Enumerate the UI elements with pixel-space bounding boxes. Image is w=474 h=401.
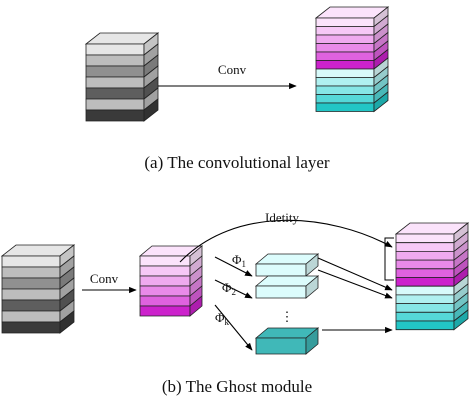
ghostk-layer-side <box>305 327 319 355</box>
output-a-layer-front <box>315 94 375 104</box>
conv-label-a: Conv <box>218 62 247 77</box>
phik-arrow <box>214 304 253 351</box>
intrinsic-layer-front <box>139 285 191 297</box>
input-a-layer-front <box>85 76 145 89</box>
intrinsic-layer-front <box>139 265 191 277</box>
identity-arrow <box>179 219 393 263</box>
output-b-layer-front <box>395 320 455 331</box>
output-b-layer-side <box>453 309 469 331</box>
output-feature-map-b <box>394 222 470 331</box>
input-b-layer-front <box>1 255 61 268</box>
intrinsic-feature-map <box>138 245 204 317</box>
output-a-layer-front <box>315 77 375 87</box>
output-a-layer-front <box>315 26 375 36</box>
output-a-layer-front <box>315 34 375 44</box>
intrinsic-layer-side <box>189 295 203 317</box>
ellipsis: ⋮ <box>281 309 294 324</box>
intrinsic-layer-front <box>139 295 191 307</box>
ghost2-layer-front <box>255 285 307 299</box>
input-b-layer-side <box>59 310 75 334</box>
input-a-layer-front <box>85 54 145 67</box>
input-feature-map-a <box>84 32 160 122</box>
ghost1-layer-side <box>305 253 319 277</box>
intrinsic-layer-front <box>139 275 191 287</box>
input-a-layer-front <box>85 87 145 100</box>
input-b-layer-front <box>1 277 61 290</box>
ghost-map-2 <box>254 275 320 299</box>
input-b-layer-front <box>1 288 61 301</box>
ghost1-layer-front <box>255 263 307 277</box>
ghost2-layer-side <box>305 275 319 299</box>
output-a-layer-front <box>315 60 375 70</box>
output-a-layer-front <box>315 43 375 53</box>
output-b-layer-front <box>395 303 455 313</box>
output-a-layer-front <box>315 85 375 95</box>
output-feature-map-a <box>314 6 390 113</box>
output-a-layer-front <box>315 17 375 27</box>
conv-label-b: Conv <box>90 271 119 286</box>
output-b-layer-front <box>395 285 455 296</box>
input-a-layer-front <box>85 65 145 78</box>
output-b-layer-front <box>395 250 455 261</box>
input-feature-map-b <box>0 244 76 334</box>
ghostk-layer-front <box>255 337 307 355</box>
intrinsic-layer-front <box>139 305 191 317</box>
output-b-layer-front <box>395 294 455 305</box>
input-b-layer-front <box>1 321 61 334</box>
input-a-layer-front <box>85 43 145 56</box>
input-a-layer-side <box>143 98 159 122</box>
output-b-layer-front <box>395 268 455 278</box>
output-a-layer-front <box>315 68 375 78</box>
phi1-arrow <box>214 256 253 277</box>
output-a-layer-side <box>373 91 389 113</box>
phik-label: Φk <box>215 310 230 327</box>
phi2-label: Φ2 <box>222 280 236 297</box>
output-b-layer-front <box>395 259 455 270</box>
phi2-arrow <box>214 279 253 299</box>
caption-b: (b) The Ghost module <box>162 377 312 396</box>
output-b-layer-front <box>395 277 455 287</box>
ghost-map-k <box>254 327 320 355</box>
ghost1-out-arrow <box>317 257 393 291</box>
phi1-label: Φ1 <box>232 252 246 269</box>
output-b-layer-front <box>395 233 455 244</box>
identity-bracket <box>384 237 394 281</box>
ghost2-out-arrow <box>317 269 393 299</box>
output-a-layer-front <box>315 102 375 112</box>
input-b-layer-front <box>1 310 61 323</box>
input-b-layer-front <box>1 299 61 312</box>
output-b-layer-front <box>395 311 455 322</box>
input-b-layer-front <box>1 266 61 279</box>
input-a-layer-front <box>85 98 145 111</box>
output-a-layer-front <box>315 51 375 61</box>
input-a-layer-front <box>85 109 145 122</box>
ghost-map-1 <box>254 253 320 277</box>
identity-label: Idetity <box>265 210 299 225</box>
caption-a: (a) The convolutional layer <box>144 153 330 172</box>
output-b-layer-front <box>395 242 455 252</box>
intrinsic-layer-front <box>139 255 191 267</box>
